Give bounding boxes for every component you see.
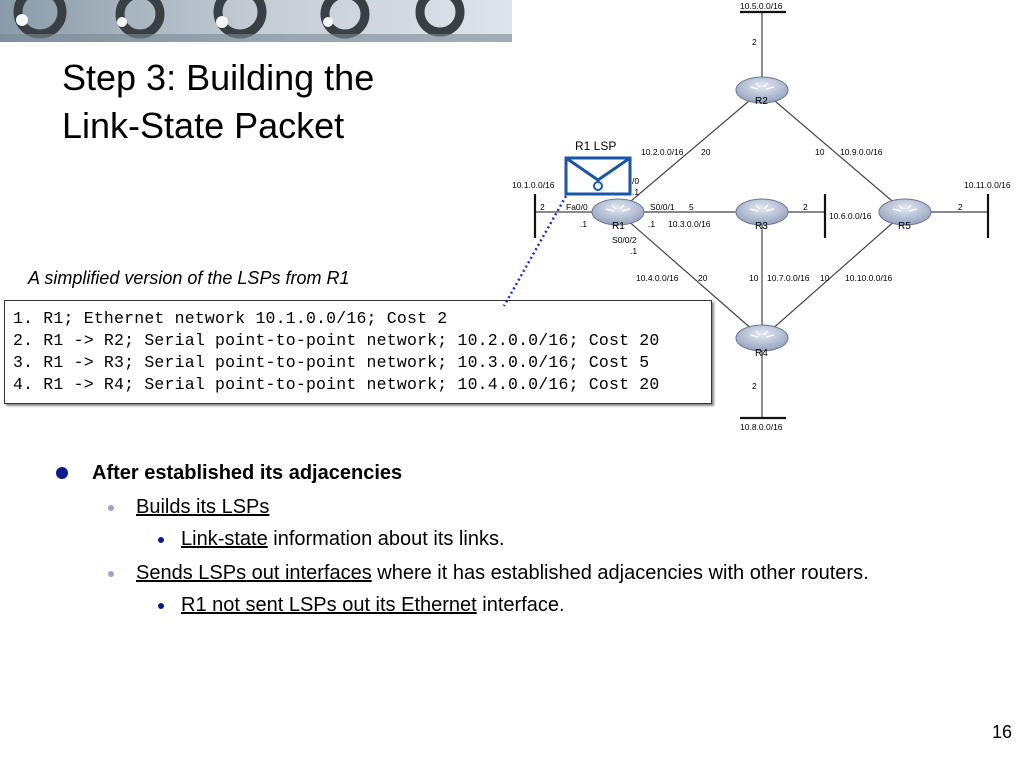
header-banner-image (0, 0, 512, 42)
cost-r3-r4: 10 (749, 273, 759, 283)
bullet-dot-icon (56, 467, 68, 479)
net-label-10-2: 10.2.0.0/16 (641, 147, 684, 157)
bullet-level1: After established its adjacencies (56, 456, 956, 490)
cost-r1-r3: 5 (689, 202, 694, 212)
bullet-level3: Link-state information about its links. (56, 522, 956, 556)
iface-dot1-a: .1 (632, 187, 639, 197)
net-label-10-7: 10.7.0.0/16 (767, 273, 810, 283)
page-number: 16 (991, 722, 1012, 742)
net-label-10-4: 10.4.0.0/16 (636, 273, 679, 283)
cost-r4-r5: 10 (820, 273, 830, 283)
iface-dot1-d: .1 (630, 246, 637, 256)
net-label-10-9: 10.9.0.0/16 (840, 147, 883, 157)
net-label-10-10: 10.10.0.0/16 (845, 273, 893, 283)
router-r5: R5 (878, 198, 932, 232)
iface-dot1-c: .1 (648, 219, 655, 229)
net-label-10-11: 10.11.0.0/16 (964, 180, 1011, 190)
cost-r2-r5: 10 (815, 147, 825, 157)
envelope-icon: R1 LSP (564, 139, 632, 196)
iface-s002: S0/0/2 (612, 235, 637, 245)
bullet-dot-icon (108, 571, 114, 577)
router-r1: R1 (591, 198, 645, 232)
bullet-text: interface. (476, 594, 565, 616)
slide-title: Step 3: Building the Link-State Packet (62, 54, 374, 150)
net-label-10-8: 10.8.0.0/16 (740, 422, 783, 432)
router-label-r4: R4 (755, 348, 768, 359)
bullet-level3: R1 not sent LSPs out its Ethernet interf… (56, 588, 956, 622)
lsp-line-1: 1. R1; Ethernet network 10.1.0.0/16; Cos… (13, 309, 448, 328)
bullet-text: where it has established adjacencies wit… (371, 562, 869, 584)
bullet-text: information about its links. (267, 528, 505, 550)
bullet-list: After established its adjacencies Builds… (56, 456, 956, 622)
bullet-level2: Sends LSPs out interfaces where it has e… (56, 558, 956, 588)
net-label-10-5: 10.5.0.0/16 (740, 1, 783, 11)
lsp-pointer-line (502, 195, 568, 307)
cost-r2-top: 2 (752, 37, 757, 47)
lsp-line-3: 3. R1 -> R3; Serial point-to-point netwo… (13, 353, 650, 372)
net-label-10-1: 10.1.0.0/16 (512, 180, 555, 190)
cost-r1-lan: 2 (540, 202, 545, 212)
cost-r1-r2: 20 (701, 147, 711, 157)
link-r2-r5 (761, 89, 906, 213)
net-label-10-6: 10.6.0.0/16 (829, 211, 872, 221)
lsp-caption: A simplified version of the LSPs from R1 (28, 268, 350, 288)
iface-s001: S0/0/1 (650, 202, 675, 212)
net-label-10-3: 10.3.0.0/16 (668, 219, 711, 229)
network-topology-diagram: R1 R2 R3 R4 R5 R1 LSP 10.5.0.0/16 10.8.0… (502, 1, 1011, 432)
cost-r4-bottom: 2 (752, 381, 757, 391)
lsp-list-box: 1. R1; Ethernet network 10.1.0.0/16; Cos… (4, 300, 712, 404)
router-r2: R2 (735, 76, 789, 107)
bullet-text-underlined: Builds its LSPs (136, 496, 270, 518)
title-line-2: Link-State Packet (62, 105, 345, 146)
bullet-level2: Builds its LSPs (56, 492, 956, 522)
bullet-text-underlined: Sends LSPs out interfaces (136, 562, 372, 584)
link-r5-r4 (761, 211, 906, 339)
iface-dot1-b: .1 (580, 219, 587, 229)
bullet-text: After established its adjacencies (92, 462, 403, 484)
lsp-line-4: 4. R1 -> R4; Serial point-to-point netwo… (13, 375, 660, 394)
bullet-dot-icon (158, 537, 164, 543)
link-r1-r2 (617, 89, 763, 213)
cost-r5-lan: 2 (958, 202, 963, 212)
router-r3: R3 (735, 198, 789, 232)
bullet-dot-icon (158, 603, 164, 609)
router-label-r3: R3 (755, 221, 768, 232)
router-label-r1: R1 (612, 221, 625, 232)
router-r4: R4 (735, 324, 789, 359)
cost-r3-lan: 2 (803, 202, 808, 212)
router-label-r5: R5 (898, 221, 911, 232)
bullet-text-underlined: Link-state (181, 528, 268, 550)
router-label-r2: R2 (755, 96, 768, 107)
title-line-1: Step 3: Building the (62, 57, 375, 98)
lsp-line-2: 2. R1 -> R2; Serial point-to-point netwo… (13, 331, 660, 350)
bullet-text-underlined: R1 not sent LSPs out its Ethernet (181, 594, 477, 616)
bullet-dot-icon (108, 505, 114, 511)
iface-fa00: Fa0/0 (566, 202, 588, 212)
cost-r1-r4: 20 (698, 273, 708, 283)
link-r1-r4 (617, 211, 763, 339)
envelope-label: R1 LSP (575, 139, 616, 153)
iface-s000: /0 (632, 176, 639, 186)
